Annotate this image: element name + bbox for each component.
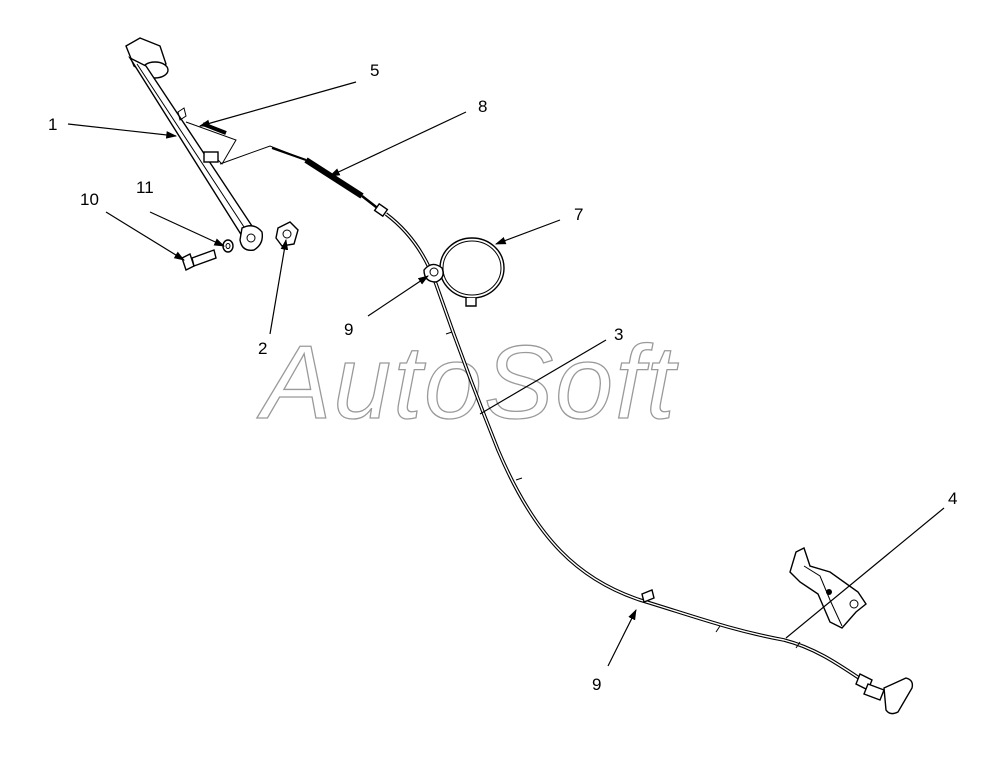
callout-3: 3 <box>614 325 623 344</box>
callout-7: 7 <box>574 205 583 224</box>
callout-10: 10 <box>80 190 99 209</box>
cable-end-knob <box>855 673 914 715</box>
pedal-lever <box>125 37 264 251</box>
callout-2: 2 <box>258 339 267 358</box>
callout-5: 5 <box>370 61 379 80</box>
watermark: AutoSoft <box>256 325 679 441</box>
cable-clip-upper <box>423 263 444 283</box>
callout-9-lower: 9 <box>592 675 601 694</box>
throttle-cable-upper <box>219 145 389 218</box>
callout-8: 8 <box>478 97 487 116</box>
mounting-bracket <box>789 547 867 629</box>
callout-1: 1 <box>48 115 57 134</box>
throttle-cable-main <box>384 212 863 682</box>
callout-9-upper: 9 <box>344 320 353 339</box>
leader-lines <box>67 81 945 667</box>
washer <box>222 239 234 253</box>
cable-clamp-ring <box>439 237 505 307</box>
nut <box>275 221 299 247</box>
callout-11: 11 <box>136 178 154 197</box>
cable-clip-lower <box>641 589 655 603</box>
bolt <box>181 249 217 271</box>
callout-4: 4 <box>948 489 957 508</box>
